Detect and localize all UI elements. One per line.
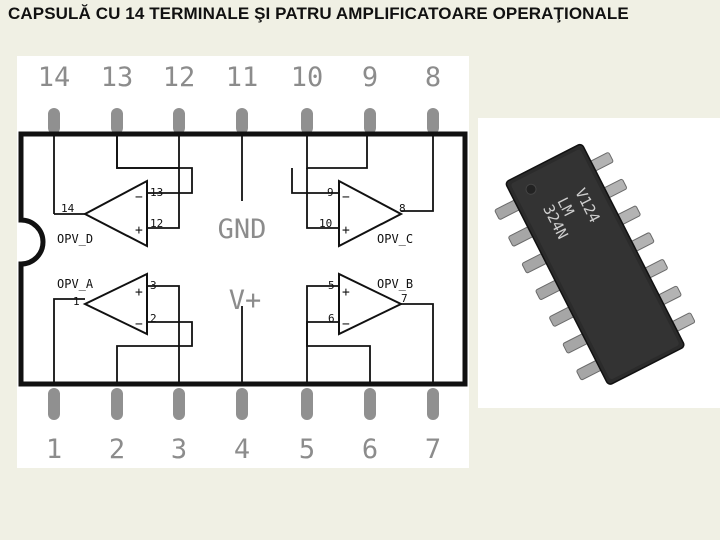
opamp-c-neg-number: 9 [327,186,334,199]
pin-label-11: 11 [226,62,259,93]
opamp-b [338,272,404,336]
pin-label-6: 6 [362,434,378,465]
internal-wiring [53,136,434,384]
slide-title: CAPSULĂ CU 14 TERMINALE ŞI PATRU AMPLIFI… [8,4,629,23]
chip-photo: V124 LM 324N [478,118,720,408]
pin-label-5: 5 [299,434,315,465]
opamp-b-neg-number: 6 [328,312,335,325]
pin-label-1: 1 [46,434,62,465]
top-pins [48,108,439,134]
chip-body [18,131,468,387]
opamp-pin-numbers: 14 13 12 9 10 8 1 3 2 5 6 7 [61,186,408,325]
opamp-a-out-number: 1 [73,295,80,308]
opamp-b-label: OPV_B [377,277,413,291]
opamp-c-out-number: 8 [399,202,406,215]
opamp-d-neg-number: 13 [150,186,163,199]
bottom-pin-labels: 1 2 3 4 5 6 7 [46,434,441,465]
opamp-c-plus-sign: + [342,223,350,238]
top-pin-labels: 14 13 12 11 10 9 8 [38,62,441,93]
opamp-a-neg-number: 2 [150,312,157,325]
opamp-d-plus-sign: + [135,223,143,238]
pin-label-13: 13 [101,62,134,93]
opamp-b-minus-sign: − [342,317,350,332]
opamp-triangles [82,179,404,336]
opamp-a-label: OPV_A [57,277,94,291]
pinout-diagram: 14 13 12 11 10 9 8 [17,56,469,468]
opamp-d-label: OPV_D [57,232,93,246]
opamp-a [82,272,148,336]
opamp-b-plus-sign: + [342,285,350,300]
opamp-a-plus-sign: + [135,285,143,300]
pin-label-8: 8 [425,62,441,93]
opamp-d-out-number: 14 [61,202,75,215]
pin-label-12: 12 [163,62,196,93]
pinout-diagram-svg: 14 13 12 11 10 9 8 [18,62,468,465]
chip-photo-body: V124 LM 324N [494,143,696,385]
opamp-d-pos-number: 12 [150,217,163,230]
gnd-label: GND [218,214,267,245]
bottom-pins [48,388,439,420]
pin-label-3: 3 [171,434,187,465]
pin-label-4: 4 [234,434,250,465]
opamp-c-label: OPV_C [377,232,413,246]
opamp-b-out-number: 7 [401,292,408,305]
opamp-d [82,179,148,248]
pin-label-7: 7 [425,434,441,465]
opamp-a-minus-sign: − [135,317,143,332]
chip-photo-svg: V124 LM 324N [478,118,720,408]
opamp-c-minus-sign: − [342,190,350,205]
input-polarity-signs: − + − + + − + − [135,190,350,332]
opamp-c-pos-number: 10 [319,217,332,230]
opamp-c [338,179,404,248]
pin-label-9: 9 [362,62,378,93]
vplus-label: V+ [229,285,262,316]
opamp-a-pos-number: 3 [150,279,157,292]
pin-label-10: 10 [291,62,324,93]
pin-label-2: 2 [109,434,125,465]
opamp-labels: OPV_D OPV_C OPV_A OPV_B [57,232,413,291]
opamp-d-minus-sign: − [135,190,143,205]
opamp-b-pos-number: 5 [328,279,335,292]
pin-label-14: 14 [38,62,71,93]
